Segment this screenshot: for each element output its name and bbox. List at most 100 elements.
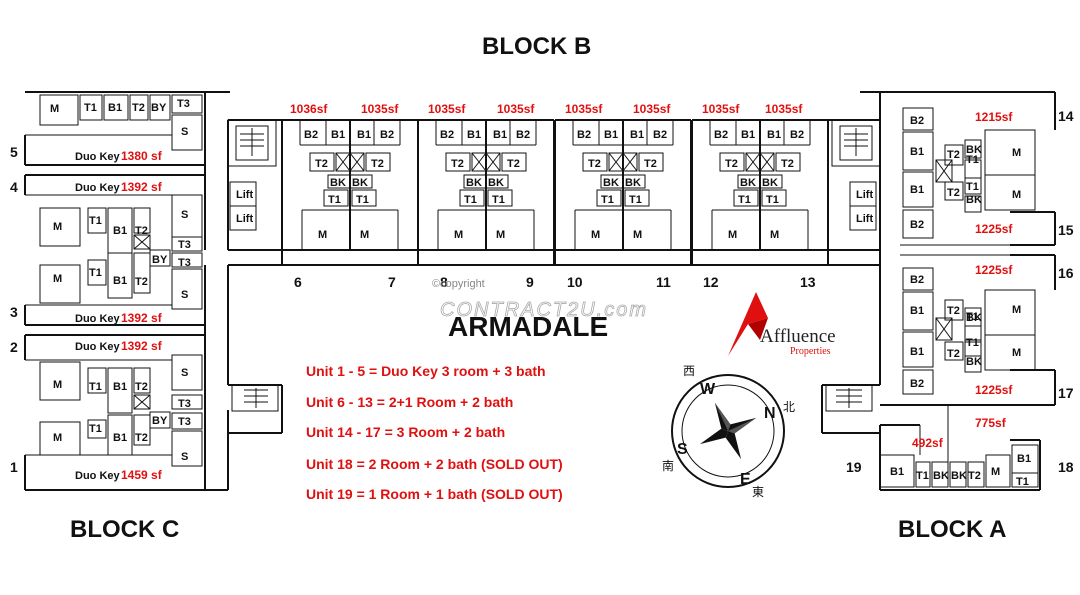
wall-segment	[902, 131, 934, 171]
room-label: M	[53, 221, 62, 233]
building-outline	[24, 91, 1056, 491]
wall-segment	[39, 94, 79, 126]
room-label: BY	[151, 102, 167, 114]
wall-segment	[964, 177, 982, 195]
room-label: S	[181, 367, 188, 379]
unit-size: 775sf	[975, 416, 1007, 430]
room-label: M	[53, 273, 62, 285]
wall-segment	[902, 331, 934, 368]
wall-segment	[902, 291, 934, 331]
affluence-logo: Affluence Properties	[728, 292, 836, 357]
unit-number: 10	[567, 274, 583, 290]
block-a-title: BLOCK A	[898, 516, 1006, 543]
room-label: BK	[762, 177, 778, 189]
unit-number: 14	[1058, 108, 1074, 124]
unit-number: 6	[294, 274, 302, 290]
compass-e: E	[740, 471, 751, 488]
room-label: T2	[371, 158, 384, 170]
unit-number: 16	[1058, 265, 1074, 281]
wall-segment	[103, 94, 129, 121]
wall-segment	[964, 355, 982, 373]
unit-size: 1035sf	[765, 102, 803, 116]
unit-numbers: 5 4 3 2 1 6 7 8 9 10 11 12 13 14 15 16 1…	[10, 108, 1074, 475]
wall-segment	[171, 430, 203, 467]
wall-segment	[335, 152, 351, 172]
room-label: T3	[178, 257, 191, 269]
room-label: T1	[601, 194, 614, 206]
room-label: T1	[966, 311, 979, 323]
lift-label: Lift	[856, 189, 873, 201]
wall-segment	[582, 152, 608, 172]
room-label: T1	[492, 194, 505, 206]
compass-w: W	[700, 381, 716, 398]
unit-number: 1	[10, 459, 18, 475]
room-label: T1	[89, 381, 102, 393]
room-label: B2	[380, 129, 394, 141]
room-label: T1	[1016, 476, 1029, 488]
lift-label: Lift	[856, 213, 873, 225]
wall-segment	[349, 152, 365, 172]
room-label: M	[728, 229, 737, 241]
wall-segment	[351, 189, 377, 207]
wall-segment	[759, 152, 775, 172]
room-label: B2	[653, 129, 667, 141]
wall-segment	[133, 234, 151, 250]
wall-segment	[39, 207, 81, 247]
wall-segment	[915, 461, 931, 488]
compass-icon: N S E W 北 南 東 西	[662, 364, 795, 499]
unit-number: 11	[656, 274, 671, 290]
wall-segment	[171, 354, 203, 391]
room-label: B2	[910, 115, 924, 127]
unit-number: 12	[703, 274, 719, 290]
wall-segment	[935, 317, 953, 341]
block-c-title: BLOCK C	[70, 516, 179, 543]
room-label: T2	[135, 225, 148, 237]
room-label: T3	[178, 239, 191, 251]
wall-segment	[485, 152, 501, 172]
wall-segment	[171, 114, 203, 151]
room-label: T1	[89, 423, 102, 435]
wall-segment	[775, 152, 801, 172]
room-label: B1	[910, 146, 924, 158]
room-label: BK	[625, 177, 641, 189]
wall-segment	[964, 195, 982, 213]
unit-number: 4	[10, 179, 18, 195]
room-label: T3	[178, 416, 191, 428]
room-label: T3	[177, 98, 190, 110]
block-b-title: BLOCK B	[482, 33, 591, 60]
room-label: M	[53, 379, 62, 391]
duo-key-label: Duo Key	[75, 341, 121, 353]
block-a-units: B2B1B1B2T2T2BKT1T1BKMMB2B1B1B2T2T2BKT1T1…	[879, 107, 1039, 488]
stair-core-right-top	[831, 119, 881, 167]
page-title: ARMADALE	[448, 311, 608, 342]
wall-segment	[719, 152, 745, 172]
compass-w-cn: 西	[683, 364, 695, 378]
unit-size: 1225sf	[975, 222, 1013, 236]
room-label: T2	[588, 158, 601, 170]
wall-segment	[87, 207, 107, 234]
unit-number: 5	[10, 144, 18, 160]
wall-segment	[761, 189, 787, 207]
room-label: B2	[304, 129, 318, 141]
wall-segment	[485, 174, 509, 189]
room-label: BK	[966, 194, 982, 206]
room-label: B2	[790, 129, 804, 141]
room-label: BK	[603, 177, 619, 189]
room-label: B2	[910, 219, 924, 231]
room-label: T1	[84, 102, 97, 114]
wall-segment	[967, 461, 985, 488]
unit-size: 1036sf	[290, 102, 328, 116]
wall-segment	[964, 139, 982, 159]
wall-segment	[485, 152, 501, 172]
room-label: T2	[315, 158, 328, 170]
wall-segment	[133, 394, 151, 410]
room-label: T1	[464, 194, 477, 206]
room-label: T1	[738, 194, 751, 206]
room-label: B1	[493, 129, 507, 141]
wall-segment	[984, 334, 1036, 371]
room-label: B1	[331, 129, 345, 141]
unit-size: 1225sf	[975, 383, 1013, 397]
room-label: BK	[951, 470, 967, 482]
